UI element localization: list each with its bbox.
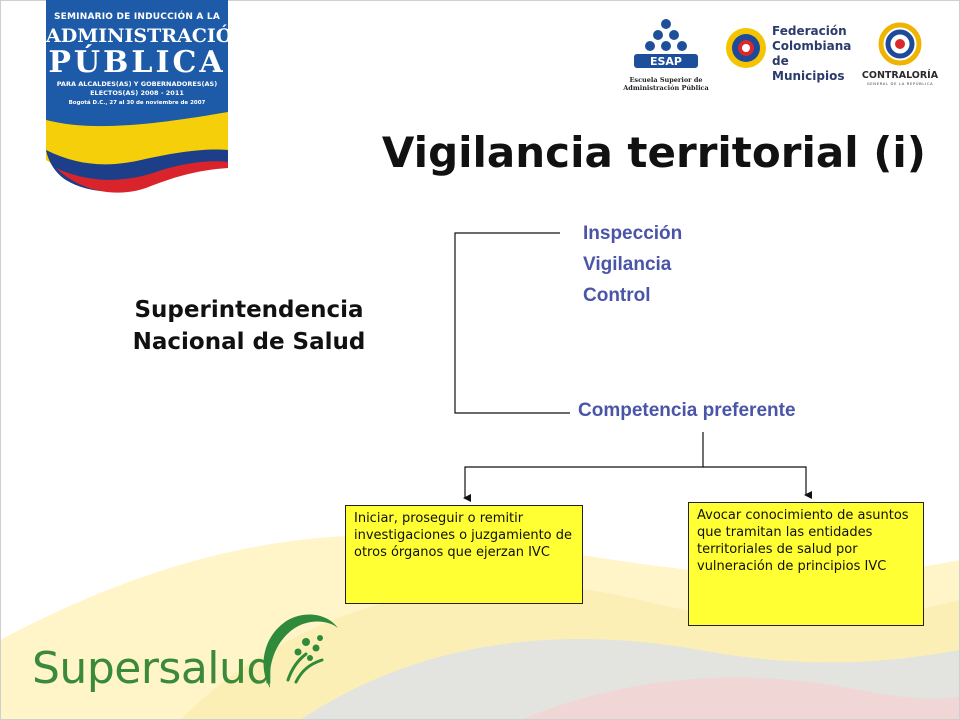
- esap-caption-1: Escuela Superior de: [629, 76, 703, 84]
- competencia-preferente-label: Competencia preferente: [578, 400, 796, 421]
- split-line-right: [703, 466, 812, 499]
- banner-line1: SEMINARIO DE INDUCCIÓN A LA: [54, 12, 220, 22]
- banner-line6: Bogotá D.C., 27 al 30 de noviembre de 20…: [68, 100, 206, 106]
- contraloria-logo: CONTRALORÍA GENERAL DE LA REPÚBLICA: [858, 22, 942, 94]
- fcm-logo-icon: [726, 28, 766, 68]
- entity-line2: Nacional de Salud: [132, 329, 366, 355]
- supersalud-mark-icon: [263, 614, 338, 688]
- banner-line4: PARA ALCALDES(AS) Y GOBERNADORES(AS): [56, 80, 218, 88]
- banner-line5: ELECTOS(AS) 2008 - 2011: [90, 89, 184, 97]
- banner-line2: ADMINISTRACIÓN: [46, 25, 250, 47]
- banner-line3: PÚBLICA: [48, 45, 226, 80]
- contraloria-logo-icon: [878, 22, 922, 66]
- contraloria-name: CONTRALORÍA: [861, 70, 939, 81]
- bracket-line: [454, 232, 570, 414]
- esap-mark-text: ESAP: [650, 55, 682, 68]
- supersalud-wordmark: Supersalud: [32, 643, 274, 694]
- functions-list: Inspección Vigilancia Control: [583, 218, 682, 311]
- contraloria-subtitle: GENERAL DE LA REPÚBLICA: [866, 81, 934, 86]
- entity-line1: Superintendencia: [134, 297, 364, 323]
- fcm-text: Federación Colombiana de Municipios: [772, 24, 852, 84]
- action-box-avocar: Avocar conocimiento de asuntos que trami…: [688, 502, 924, 626]
- fcm-line3: de Municipios: [772, 54, 845, 83]
- banner-text: SEMINARIO DE INDUCCIÓN A LA ADMINISTRACI…: [46, 12, 250, 106]
- esap-logo-icon: ESAP: [634, 19, 698, 68]
- fcm-logo: Federación Colombiana de Municipios: [722, 22, 852, 84]
- action-box-iniciar: Iniciar, proseguir o remitir investigaci…: [345, 505, 583, 604]
- fcm-line2: Colombiana: [772, 39, 852, 53]
- function-vigilancia: Vigilancia: [583, 254, 672, 275]
- fcm-line1: Federación: [772, 24, 847, 38]
- function-inspeccion: Inspección: [583, 223, 683, 244]
- esap-logo: ESAP Escuela Superior de Administración …: [620, 18, 712, 92]
- function-control: Control: [583, 285, 651, 306]
- entity-name: Superintendencia Nacional de Salud: [94, 294, 404, 358]
- split-line: [463, 432, 704, 502]
- slide-title: Vigilancia territorial (i): [381, 128, 926, 177]
- seminar-banner-badge: [46, 0, 228, 193]
- esap-caption-2: Administración Pública: [623, 84, 709, 92]
